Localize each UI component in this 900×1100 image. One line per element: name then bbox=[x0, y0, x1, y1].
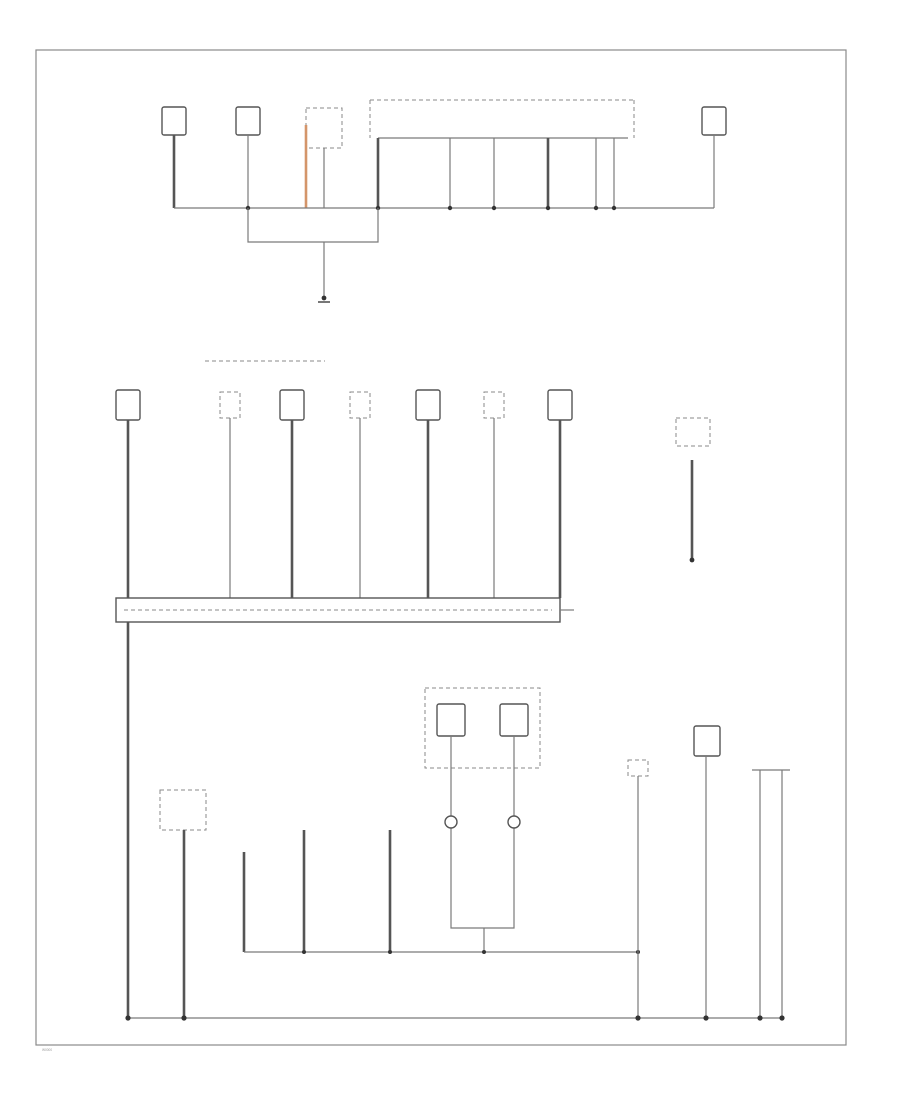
bottom-bus-splices bbox=[125, 1015, 785, 1021]
top-ground-circuit bbox=[161, 99, 727, 303]
coil-right bbox=[507, 815, 521, 829]
top-ground-lead bbox=[247, 208, 379, 243]
component-mid-2 bbox=[219, 391, 241, 419]
diagram-code: W0000 bbox=[42, 1048, 52, 1052]
component-module-right bbox=[499, 703, 529, 737]
coil-left bbox=[444, 815, 458, 829]
component-lamp-right bbox=[701, 106, 727, 136]
component-right-lamp bbox=[693, 725, 721, 757]
component-mid-1 bbox=[115, 389, 141, 421]
component-switch-a bbox=[235, 106, 261, 136]
module-dashed-box bbox=[424, 687, 541, 769]
bottom-ground-circuit bbox=[125, 622, 790, 1021]
component-mid-3 bbox=[279, 389, 305, 421]
component-mid-5 bbox=[415, 389, 441, 421]
component-mid-7 bbox=[547, 389, 573, 421]
component-left-assembly bbox=[159, 789, 207, 831]
component-module-left bbox=[436, 703, 466, 737]
component-switch-dashed bbox=[305, 107, 343, 149]
module-return bbox=[450, 910, 515, 929]
component-lamp-left bbox=[161, 106, 187, 136]
component-right-dashed bbox=[627, 759, 649, 777]
top-bus-splices bbox=[245, 205, 617, 211]
battery-terminal-box bbox=[675, 417, 711, 447]
component-mid-6 bbox=[483, 391, 505, 419]
diagram-frame bbox=[35, 49, 847, 1046]
middle-ground-circuit bbox=[115, 360, 711, 623]
component-mid-4 bbox=[349, 391, 371, 419]
